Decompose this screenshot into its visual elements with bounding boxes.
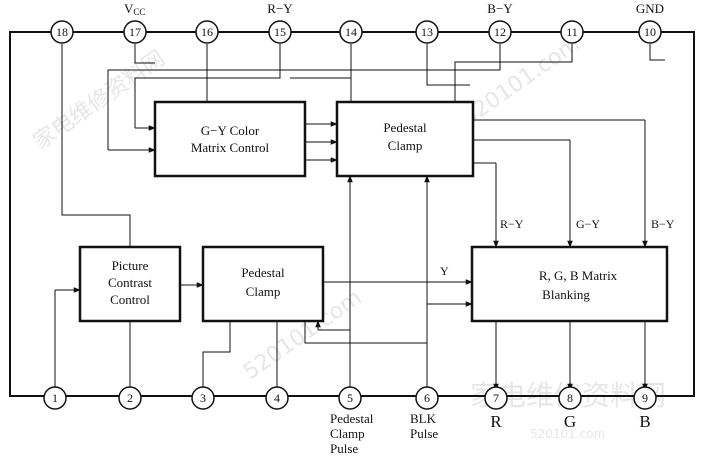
pin-5-label-line-1: Pedestal [330, 411, 374, 426]
picture-contrast-line-2: Contrast [108, 275, 152, 290]
pin-10: 10 [638, 20, 662, 44]
color-matrix-control-block: G−Y Color Matrix Control [153, 100, 307, 178]
pin-number: 18 [56, 25, 68, 39]
pin-11: 11 [560, 20, 584, 44]
rgb-matrix-line-1: R, G, B Matrix [539, 268, 618, 283]
pedestal-clamp-bottom-line-1: Pedestal [241, 265, 285, 280]
pin-3: 3 [191, 386, 215, 410]
pin-17: 17 [123, 20, 147, 44]
color-matrix-line-1: G−Y Color [201, 123, 260, 138]
pin-number: 3 [200, 391, 206, 405]
pin-number: 9 [642, 391, 648, 405]
pin-number: 6 [424, 391, 430, 405]
pin-12-label: B−Y [487, 1, 513, 16]
top-pins: 18 17 16 15 14 13 12 11 10 [50, 20, 662, 44]
pin-7: 7 [484, 386, 508, 410]
pin-5: 5 [338, 386, 362, 410]
pin-number: 12 [494, 25, 506, 39]
pin-6: 6 [415, 386, 439, 410]
picture-contrast-line-3: Control [110, 292, 150, 307]
pin-17-label-sub: CC [133, 7, 145, 17]
pin-4: 4 [265, 386, 289, 410]
pin-14: 14 [339, 20, 363, 44]
pin-17-label-main: V [124, 1, 134, 16]
pedestal-clamp-bottom-line-2: Clamp [246, 284, 281, 299]
pin-13: 13 [415, 20, 439, 44]
pin-16: 16 [195, 20, 219, 44]
pin-10-label: GND [636, 1, 664, 16]
pin-9: 9 [633, 386, 657, 410]
wiring [54, 44, 665, 391]
signal-label-g-y: G−Y [576, 217, 600, 231]
pin-7-label: R [490, 412, 502, 431]
pin-number: 15 [274, 25, 286, 39]
pin-number: 8 [567, 391, 573, 405]
pin-number: 4 [274, 391, 280, 405]
picture-contrast-control-block: Picture Contrast Control [78, 245, 182, 323]
pedestal-clamp-top-line-1: Pedestal [383, 120, 427, 135]
pedestal-clamp-top-block: Pedestal Clamp [335, 100, 475, 178]
pin-number: 16 [201, 25, 213, 39]
pin-5-label-line-3: Pulse [330, 441, 358, 456]
pin-6-label-line-1: BLK [410, 411, 437, 426]
pin-17-label: VCC [124, 1, 145, 17]
rgb-matrix-blanking-block: R, G, B Matrix Blanking [470, 245, 669, 323]
pin-6-label-line-2: Pulse [410, 426, 438, 441]
signal-label-r-y: R−Y [500, 217, 524, 231]
pin-2: 2 [118, 386, 142, 410]
pin-number: 13 [421, 25, 433, 39]
pin-1: 1 [43, 386, 67, 410]
pin-15: 15 [268, 20, 292, 44]
pin-number: 14 [345, 25, 357, 39]
pin-number: 5 [347, 391, 353, 405]
pin-12: 12 [488, 20, 512, 44]
signal-label-y: Y [440, 264, 449, 278]
rgb-matrix-line-2: Blanking [542, 287, 590, 302]
pedestal-clamp-bottom-block: Pedestal Clamp [201, 245, 325, 323]
bottom-pins: 1 2 3 4 5 6 7 8 9 [43, 386, 657, 410]
pin-9-label: B [639, 412, 650, 431]
signal-label-b-y: B−Y [651, 217, 675, 231]
pin-8: 8 [558, 386, 582, 410]
pedestal-clamp-top-line-2: Clamp [388, 138, 423, 153]
pin-number: 1 [52, 391, 58, 405]
watermark-text-5: 520101.com [530, 427, 605, 441]
watermark-text-1: 家电维修资料网 [29, 46, 170, 155]
pin-number: 2 [127, 391, 133, 405]
pin-5-label-line-2: Clamp [330, 426, 365, 441]
pin-18: 18 [50, 20, 74, 44]
pin-15-label: R−Y [267, 1, 293, 16]
pin-8-label: G [564, 412, 576, 431]
pin-number: 10 [644, 25, 656, 39]
picture-contrast-line-1: Picture [112, 258, 149, 273]
color-matrix-line-2: Matrix Control [191, 140, 270, 155]
pin-number: 7 [493, 391, 499, 405]
pin-number: 17 [129, 25, 141, 39]
pin-number: 11 [566, 25, 578, 39]
